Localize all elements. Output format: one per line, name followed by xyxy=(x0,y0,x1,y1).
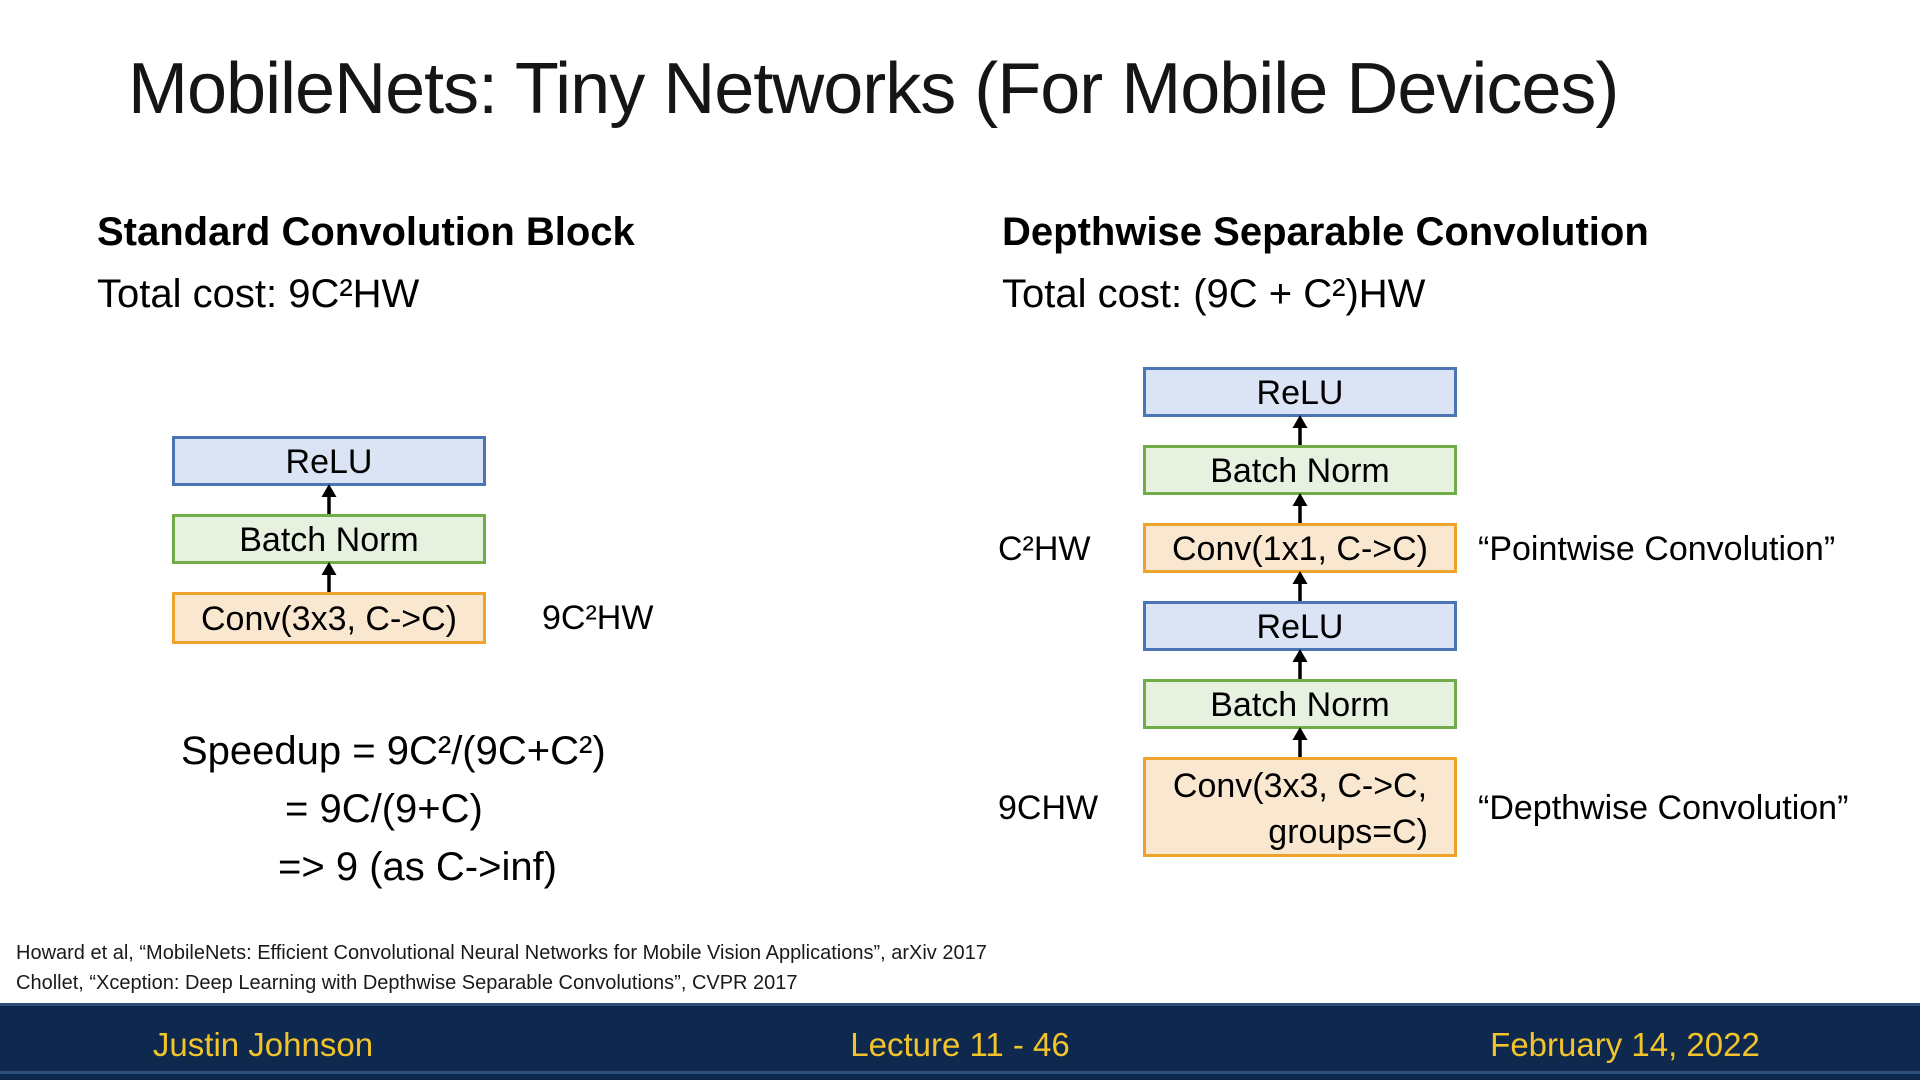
footer-lecture-page: Lecture 11 - 46 xyxy=(850,1026,1070,1063)
citation-howard: Howard et al, “MobileNets: Efficient Con… xyxy=(16,942,987,964)
citation-chollet: Chollet, “Xception: Deep Learning with D… xyxy=(16,972,798,994)
pointwise-cost-label: C²HW xyxy=(998,530,1091,568)
up-arrow-icon xyxy=(1292,727,1308,757)
up-arrow-icon xyxy=(321,562,337,592)
depthwise-conv-label-line1: Conv(3x3, C->C, xyxy=(1172,767,1428,805)
right-batchnorm-top-box: Batch Norm xyxy=(1143,445,1457,495)
footer-bar: Justin Johnson Lecture 11 - 46 February … xyxy=(0,1003,1920,1080)
right-pointwise-conv-box: Conv(1x1, C->C) xyxy=(1143,523,1457,573)
speedup-line-1: Speedup = 9C²/(9C+C²) xyxy=(181,729,606,773)
left-section-heading: Standard Convolution Block xyxy=(97,210,635,254)
right-relu-top-box: ReLU xyxy=(1143,367,1457,417)
depthwise-name-label: “Depthwise Convolution” xyxy=(1478,789,1849,827)
right-section-heading: Depthwise Separable Convolution xyxy=(1002,210,1649,254)
footer-author: Justin Johnson xyxy=(152,1026,374,1063)
left-relu-box: ReLU xyxy=(172,436,486,486)
right-total-cost: Total cost: (9C + C²)HW xyxy=(1002,272,1426,316)
pointwise-name-label: “Pointwise Convolution” xyxy=(1478,530,1836,568)
up-arrow-icon xyxy=(1292,493,1308,523)
left-total-cost: Total cost: 9C²HW xyxy=(97,272,420,316)
speedup-line-3: => 9 (as C->inf) xyxy=(278,845,558,889)
left-conv-box: Conv(3x3, C->C) xyxy=(172,592,486,644)
up-arrow-icon xyxy=(1292,649,1308,679)
up-arrow-icon xyxy=(1292,415,1308,445)
citations-block: Howard et al, “MobileNets: Efficient Con… xyxy=(16,938,987,998)
footer-date: February 14, 2022 xyxy=(1490,1026,1760,1063)
footer-divider xyxy=(0,1071,1920,1074)
right-depthwise-conv-box: Conv(3x3, C->C, groups=C) xyxy=(1143,757,1457,857)
depthwise-cost-label: 9CHW xyxy=(998,789,1099,827)
up-arrow-icon xyxy=(1292,571,1308,601)
left-cost-label: 9C²HW xyxy=(542,599,654,637)
depthwise-conv-label-line2: groups=C) xyxy=(1268,813,1428,851)
speedup-derivation: Speedup = 9C²/(9C+C²) = 9C/(9+C) => 9 (a… xyxy=(181,722,606,896)
speedup-line-2: = 9C/(9+C) xyxy=(285,787,483,831)
up-arrow-icon xyxy=(321,484,337,514)
right-batchnorm-bottom-box: Batch Norm xyxy=(1143,679,1457,729)
right-relu-bottom-box: ReLU xyxy=(1143,601,1457,651)
left-batchnorm-box: Batch Norm xyxy=(172,514,486,564)
slide-title: MobileNets: Tiny Networks (For Mobile De… xyxy=(128,49,1619,129)
